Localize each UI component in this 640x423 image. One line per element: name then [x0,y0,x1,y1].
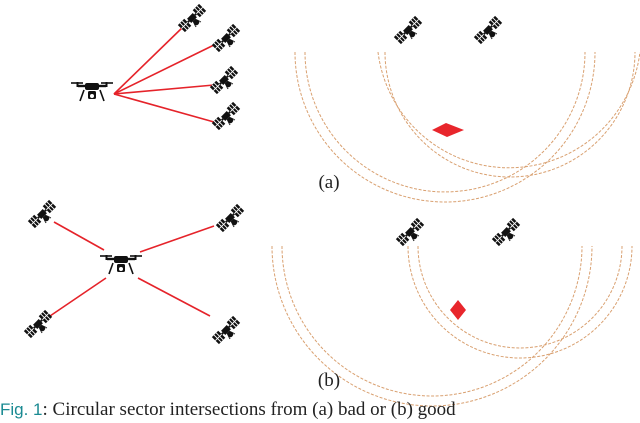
satellite-icon [210,22,245,57]
arc-b-2-inner [417,245,623,349]
link-b-2 [139,225,215,253]
link-a-3 [113,84,215,95]
satellite-icon [210,100,245,135]
drone-icon [69,80,115,103]
panel-a-arcs [294,51,640,203]
satellite-icon [176,2,211,37]
caption-text: : Circular sector intersections from (a)… [42,399,456,420]
panel-a-links [113,25,217,123]
satellite-icon [392,14,427,49]
satellite-icon [22,308,57,343]
link-a-4 [113,93,215,123]
arc-a-1-outer [294,51,596,203]
satellite-icon [214,202,249,237]
satellite-icon [210,314,245,349]
drone-icon [98,253,144,276]
satellite-icon [472,14,507,49]
panel-b-arcs [271,245,633,407]
figure-caption: Fig. 1: Circular sector intersections fr… [0,396,640,423]
link-b-3 [49,277,107,317]
satellite-icon [490,216,525,251]
satellite-icon [26,198,61,233]
link-a-2 [113,43,217,95]
arc-b-2-outer [407,245,633,359]
satellite-icon [208,64,243,99]
panel-b-links [49,221,215,317]
arc-a-2-inner [384,51,636,178]
arc-a-1-inner [304,51,586,193]
arc-b-1-outer [271,245,593,407]
panel-label-b: (b) [318,370,340,391]
link-a-1 [113,25,185,95]
figure-reference: Fig. 1 [0,400,43,419]
arc-b-1-inner [281,245,583,397]
link-b-4 [137,277,211,317]
satellite-icon [394,216,429,251]
intersection-region-b [450,300,466,320]
link-b-1 [53,221,105,251]
intersection-region-a [432,123,464,137]
arc-a-2-outer [377,51,640,169]
panel-label-a: (a) [318,172,339,193]
